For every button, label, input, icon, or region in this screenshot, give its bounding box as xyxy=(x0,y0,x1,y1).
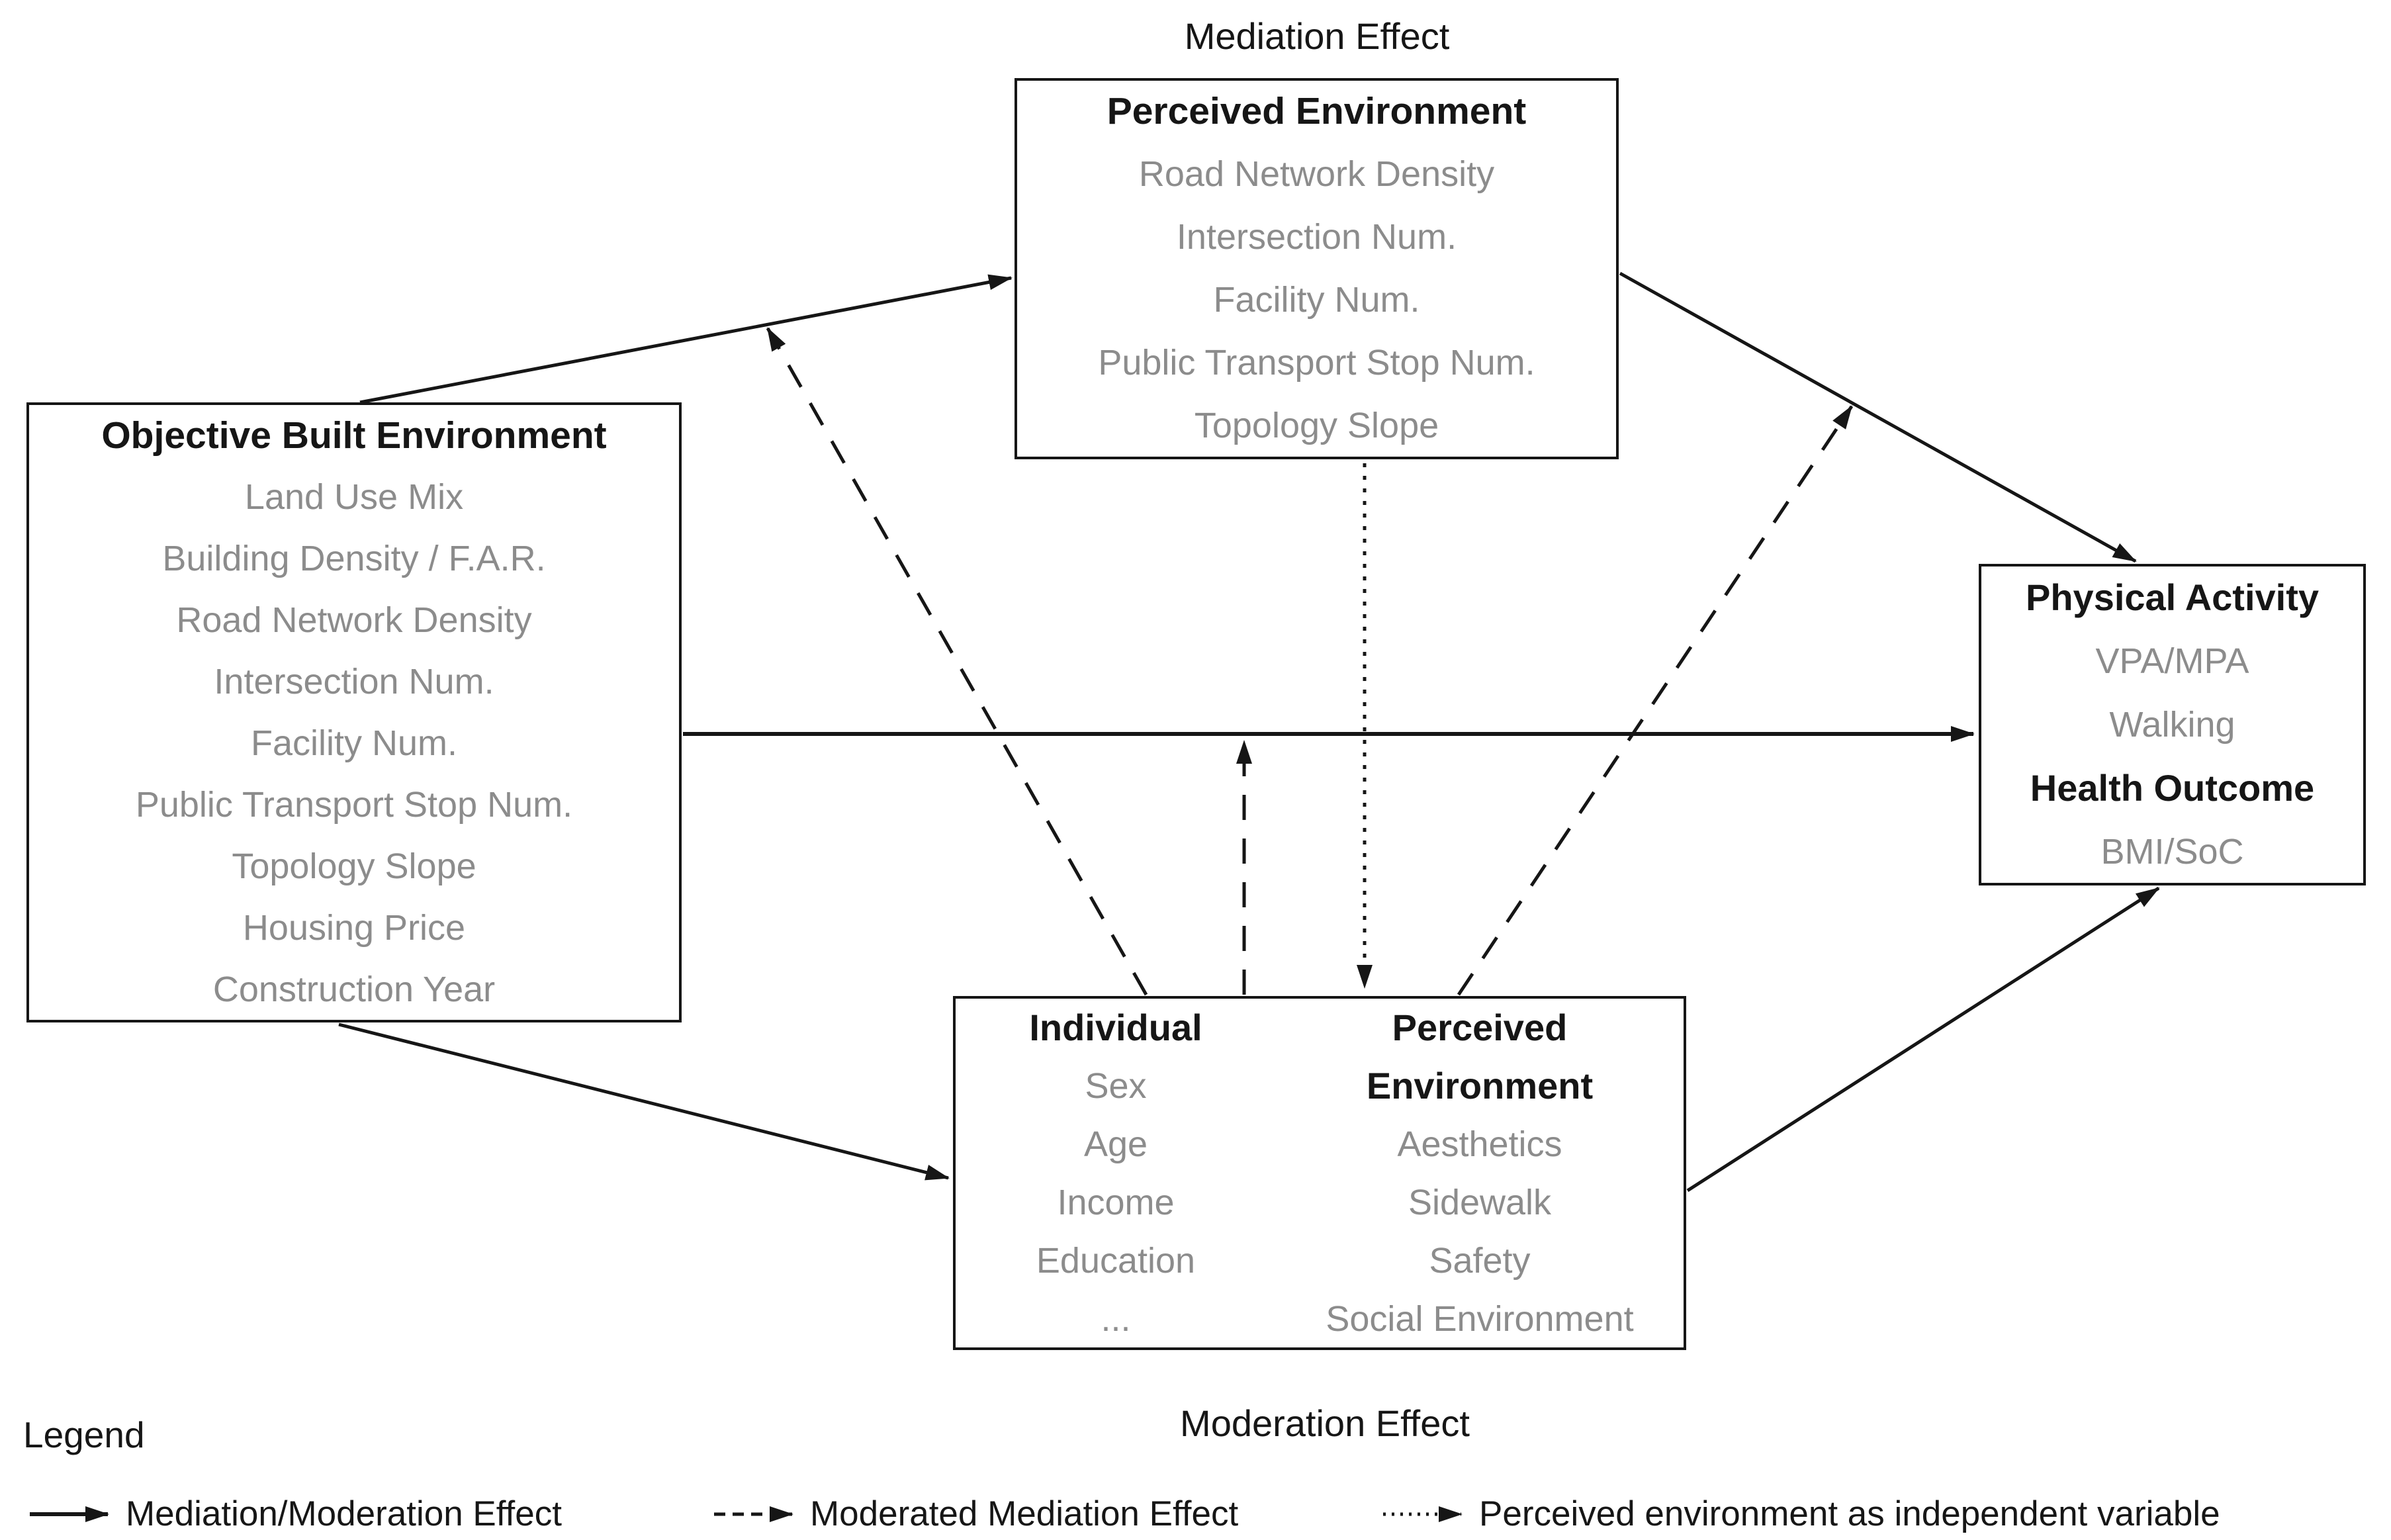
objective-built-environment-box: Objective Built Environment Land Use Mix… xyxy=(26,402,682,1022)
box-title: Perceived xyxy=(1392,1006,1568,1048)
legend-label: Mediation/Moderation Effect xyxy=(126,1494,562,1533)
box-title: Perceived Environment xyxy=(1106,90,1527,132)
individual-moderators-column: Individual Sex Age Income Education ... xyxy=(956,999,1276,1347)
box-item: Aesthetics xyxy=(1397,1124,1562,1164)
box-title: Environment xyxy=(1366,1064,1594,1107)
box-item: Road Network Density xyxy=(1138,154,1495,194)
legend-row: Mediation/Moderation Effect Moderated Me… xyxy=(0,1488,2391,1540)
arrow-obe-to-moderators xyxy=(338,1022,950,1181)
box-item: Facility Num. xyxy=(250,723,458,763)
box-item: BMI/SoC xyxy=(2100,832,2244,872)
box-item: Topology Slope xyxy=(232,846,476,886)
legend-entry-perceived-independent: Perceived environment as independent var… xyxy=(1382,1488,2220,1540)
arrow-dashed-moderation-right-path xyxy=(1457,405,1854,996)
legend-title: Legend xyxy=(23,1414,145,1455)
box-item: Facility Num. xyxy=(1213,280,1420,320)
box-item: Intersection Num. xyxy=(1176,217,1457,257)
box-item: Sex xyxy=(1085,1065,1147,1106)
solid-arrow-icon xyxy=(30,1506,109,1522)
box-item: Building Density / F.A.R. xyxy=(162,538,546,578)
box-title: Physical Activity xyxy=(2025,576,2320,618)
box-item: Intersection Num. xyxy=(214,661,494,702)
perceived-environment-moderators-column: Perceived Environment Aesthetics Sidewal… xyxy=(1276,999,1684,1347)
box-title: Objective Built Environment xyxy=(101,414,607,457)
legend-label: Moderated Mediation Effect xyxy=(810,1494,1239,1533)
box-item: ... xyxy=(1101,1298,1131,1339)
dashed-arrow-icon xyxy=(714,1506,793,1522)
box-item: Topology Slope xyxy=(1194,406,1439,445)
perceived-environment-box: Perceived Environment Road Network Densi… xyxy=(1015,78,1619,459)
box-item: VPA/MPA xyxy=(2095,641,2249,681)
box-item: Public Transport Stop Num. xyxy=(135,784,573,825)
arrow-moderators-to-pa xyxy=(1686,886,2160,1193)
moderation-effect-label: Moderation Effect xyxy=(1180,1402,1470,1444)
legend-entry-moderated-mediation: Moderated Mediation Effect xyxy=(713,1488,1238,1540)
box-item: Public Transport Stop Num. xyxy=(1098,343,1535,383)
box-item: Age xyxy=(1083,1124,1148,1164)
box-item: Social Environment xyxy=(1326,1298,1634,1339)
moderators-box: Individual Sex Age Income Education ... … xyxy=(953,996,1686,1350)
dotted-arrow-icon xyxy=(1383,1506,1463,1522)
box-item: Housing Price xyxy=(242,907,466,948)
box-item: Education xyxy=(1036,1240,1196,1281)
box-item: Road Network Density xyxy=(176,600,532,640)
legend-entry-mediation-moderation: Mediation/Moderation Effect xyxy=(28,1488,562,1540)
physical-activity-box: Physical Activity VPA/MPA Walking Health… xyxy=(1979,564,2366,885)
box-item: Construction Year xyxy=(212,969,496,1009)
arrow-obe-to-perceived xyxy=(359,274,1013,404)
box-item: Income xyxy=(1057,1182,1175,1222)
box-title: Individual xyxy=(1029,1006,1202,1048)
box-item: Land Use Mix xyxy=(244,476,464,517)
box-item: Safety xyxy=(1429,1240,1531,1281)
box-item: Walking xyxy=(2109,705,2235,745)
box-item: Sidewalk xyxy=(1408,1182,1552,1222)
arrow-perceived-to-pa xyxy=(1619,271,2137,563)
box-title: Health Outcome xyxy=(2030,767,2315,809)
legend-label: Perceived environment as independent var… xyxy=(1479,1494,2220,1533)
mediation-effect-label: Mediation Effect xyxy=(1184,15,1450,57)
